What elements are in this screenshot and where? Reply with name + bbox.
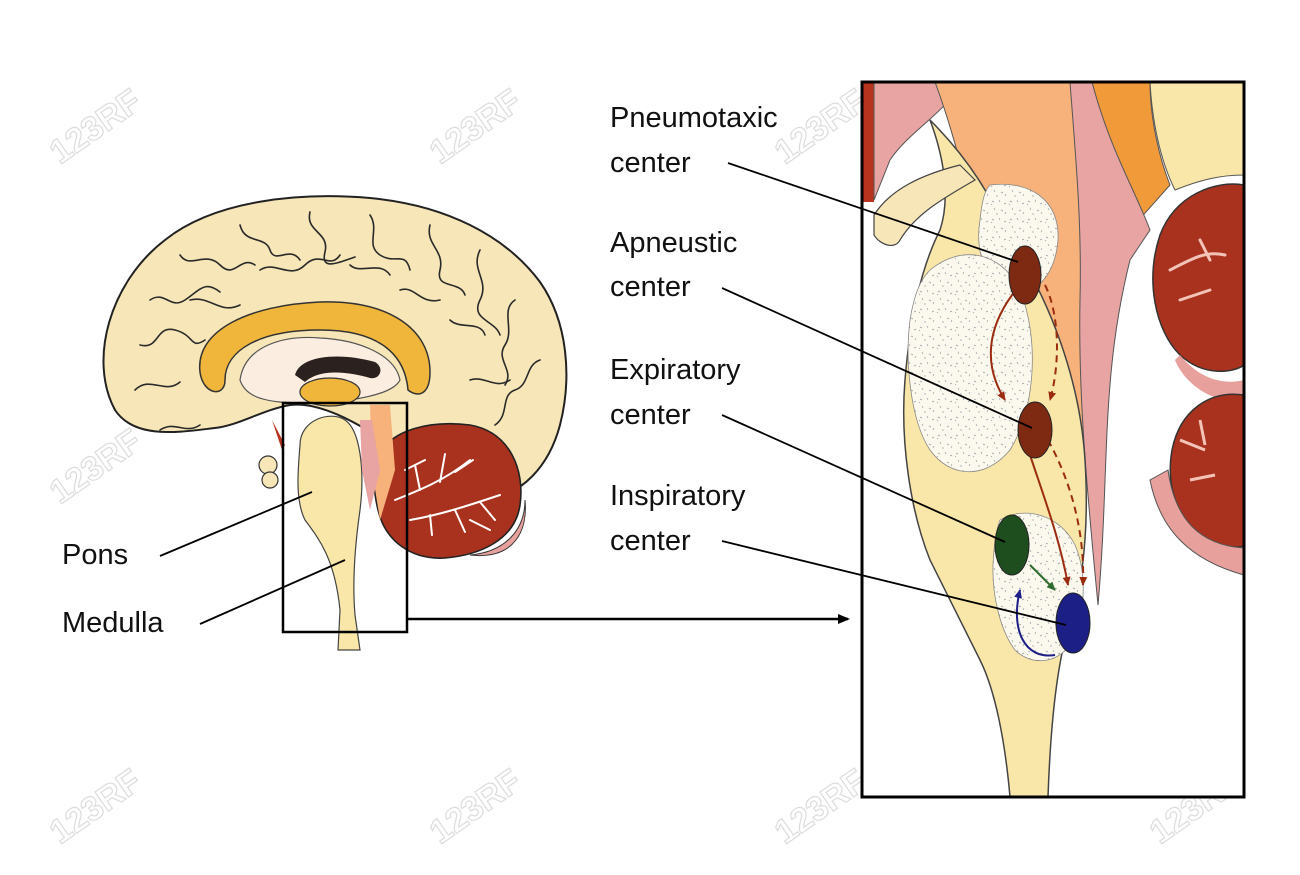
cerebellum (373, 422, 522, 559)
expiratory-center-node (994, 514, 1030, 576)
inset-frame (860, 80, 1246, 799)
leader-pneumotaxic (727, 162, 1019, 263)
brain-sagittal-section (102, 195, 568, 651)
label-apneustic-line2: center (610, 271, 691, 303)
label-inspiratory-line1: Inspiratory (610, 480, 746, 512)
thalamus (299, 377, 361, 407)
pink-tract (1069, 82, 1151, 606)
watermark: 123RF (43, 422, 148, 512)
leader-medulla (199, 559, 346, 625)
pathway-apneustic-to-inspiratory-dashed (1047, 439, 1088, 586)
label-inspiratory: Inspiratory center (610, 480, 746, 557)
corpus-callosum (199, 301, 431, 395)
label-pneumotaxic-line1: Pneumotaxic (610, 102, 778, 134)
pneumotaxic-center-node (1008, 245, 1042, 305)
midbrain-orange (370, 405, 395, 520)
cerebellum-rim (469, 499, 526, 557)
pathway-apneustic-to-inspiratory-solid (1029, 454, 1071, 586)
leader-inspiratory (721, 540, 1067, 626)
label-apneustic-line1: Apneustic (610, 227, 737, 259)
label-inspiratory-line2: center (610, 525, 691, 557)
leader-apneustic (721, 287, 1033, 429)
cortex-sulci (134, 211, 541, 431)
watermark: 123RF (423, 762, 528, 852)
pituitary (258, 420, 285, 489)
apneustic-center-node (1017, 401, 1053, 459)
watermark: 123RF (768, 762, 873, 852)
leader-pons (159, 491, 313, 557)
watermark: 123RF (43, 82, 148, 172)
pathway-inspiratory-feedback (1014, 589, 1056, 657)
cerebellum-folia-rim (1149, 469, 1244, 576)
watermark: 123RF (43, 762, 148, 852)
label-pons: Pons (62, 539, 128, 571)
label-pneumotaxic: Pneumotaxic center (610, 102, 778, 179)
selection-box (281, 401, 409, 634)
label-medulla: Medulla (62, 607, 164, 639)
arbor-vitae (394, 453, 501, 536)
leader-expiratory (721, 414, 1006, 543)
cerebellum-rim-right (1175, 355, 1244, 401)
label-apneustic: Apneustic center (610, 227, 737, 303)
label-expiratory-line2: center (610, 399, 691, 431)
fourth-ventricle-pink (360, 420, 380, 510)
fornix-dark (295, 356, 381, 382)
brainstem (297, 415, 363, 651)
magnified-inset (860, 80, 1246, 799)
label-expiratory-line1: Expiratory (610, 354, 741, 386)
label-expiratory: Expiratory center (610, 354, 741, 431)
watermark: 123RF (768, 82, 873, 172)
watermark: 123RF (423, 82, 528, 172)
pathway-pneumotaxic-to-apneustic-solid (989, 284, 1021, 401)
label-pneumotaxic-line2: center (610, 147, 691, 179)
cerebellum-upper (1152, 183, 1244, 373)
pathway-expiratory-to-inspiratory (1029, 564, 1056, 591)
